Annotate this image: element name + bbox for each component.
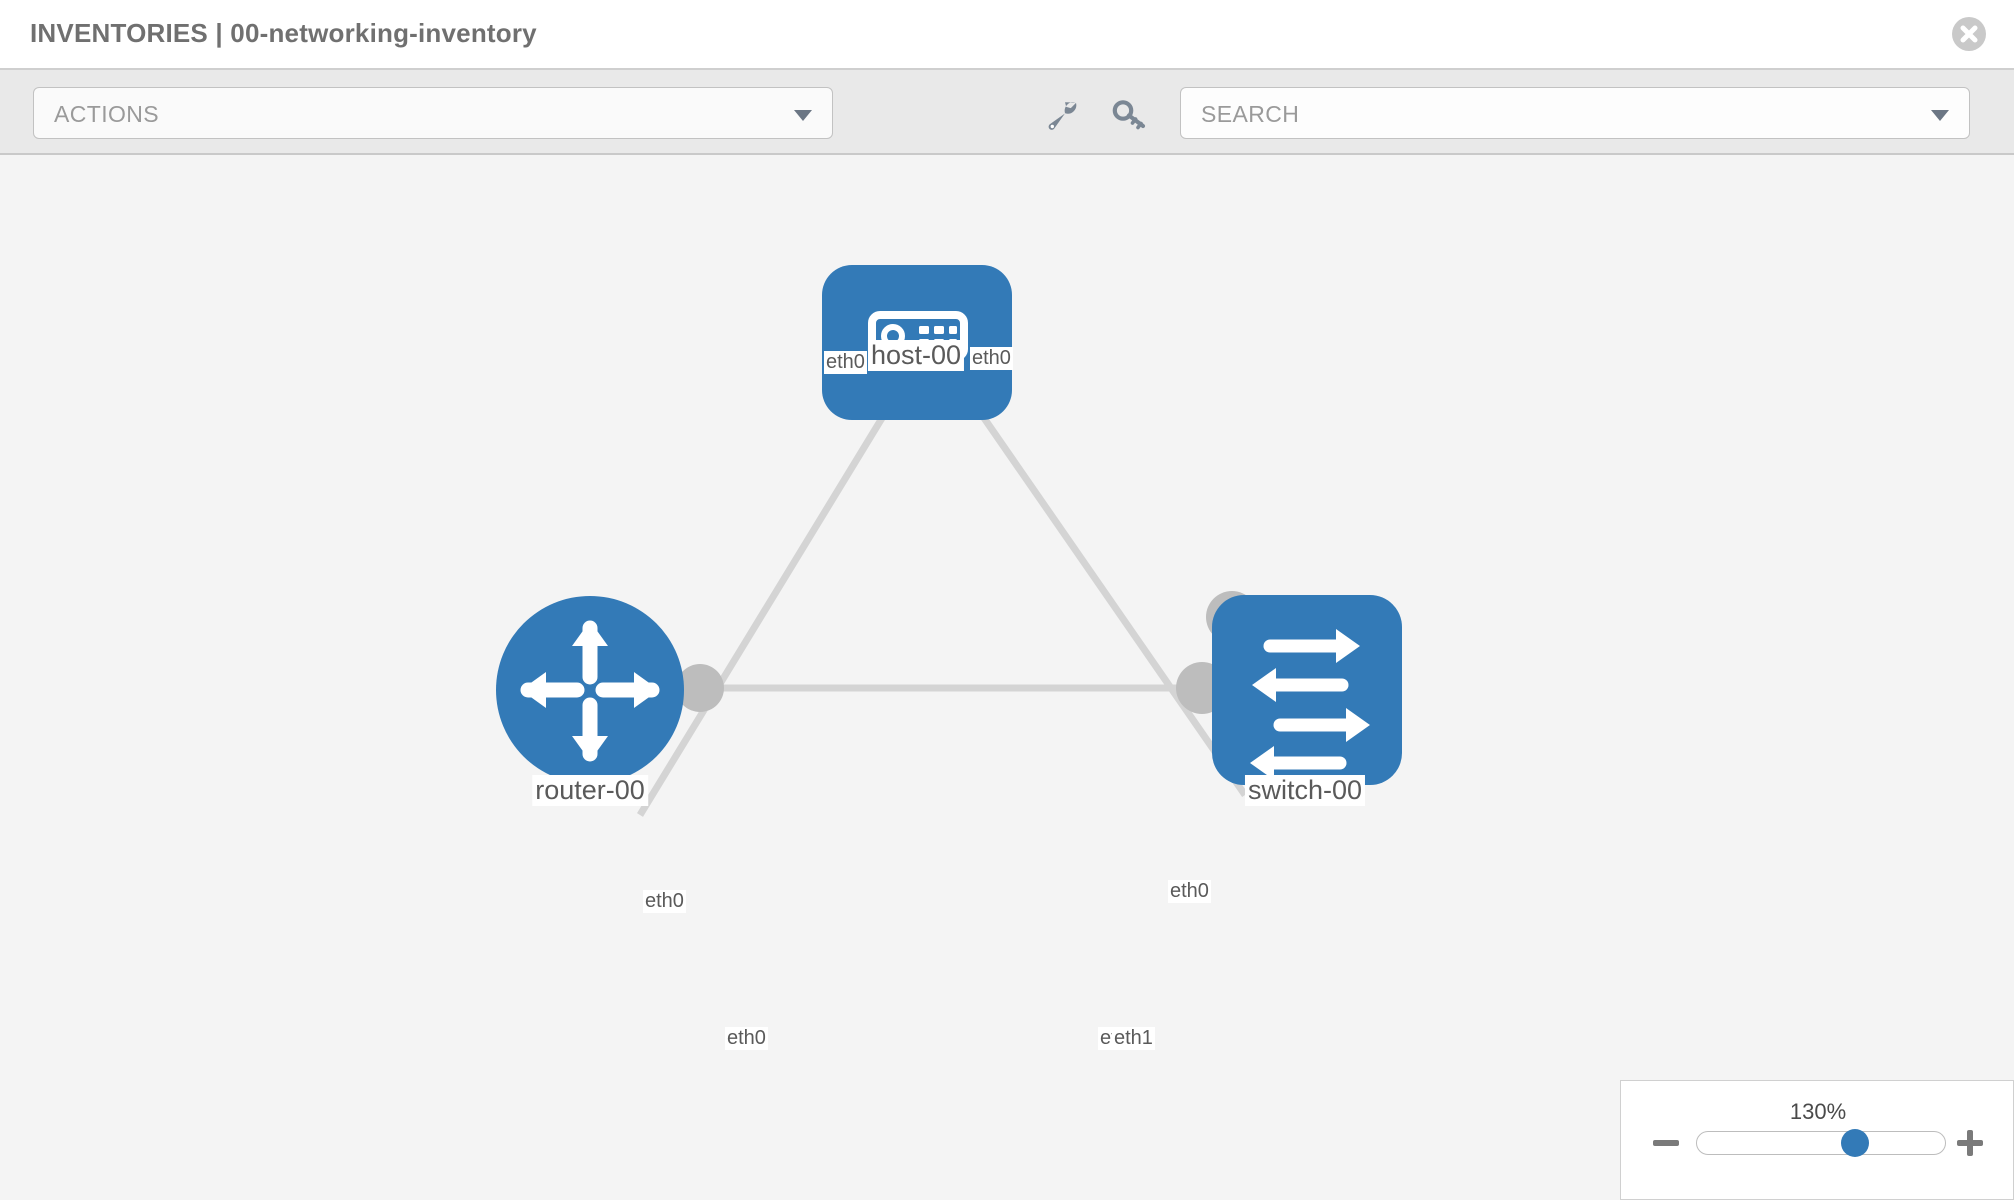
actions-dropdown[interactable]: ACTIONS bbox=[33, 87, 833, 139]
node-label-host-00: host-00 bbox=[867, 340, 965, 371]
page-header: INVENTORIES | 00-networking-inventory bbox=[0, 0, 2014, 70]
chevron-down-icon[interactable] bbox=[1931, 110, 1949, 121]
zoom-level-value: 130% bbox=[1789, 1099, 1847, 1124]
toolbar: ACTIONS bbox=[0, 70, 2014, 155]
link-host-switch[interactable] bbox=[972, 403, 1248, 797]
link-host-router[interactable] bbox=[637, 403, 893, 817]
iface-label-router-switch: eth0 bbox=[725, 1027, 768, 1050]
node-router-00[interactable] bbox=[496, 596, 684, 784]
close-icon[interactable] bbox=[1952, 17, 1986, 51]
node-label-router-00: router-00 bbox=[532, 775, 648, 806]
wrench-icon[interactable] bbox=[1042, 98, 1084, 132]
search-box[interactable] bbox=[1180, 87, 1970, 140]
iface-label-host-router: eth0 bbox=[824, 351, 867, 374]
search-input[interactable] bbox=[1199, 88, 1903, 140]
page-title: INVENTORIES | 00-networking-inventory bbox=[30, 18, 537, 48]
key-icon[interactable] bbox=[1110, 98, 1152, 132]
topology-canvas[interactable]: host-00 router-00 switch-00 eth0 eth0 et… bbox=[0, 155, 2014, 1200]
iface-label-switch-host: eth0 bbox=[1168, 880, 1211, 903]
node-switch-00[interactable] bbox=[1212, 595, 1402, 785]
minus-icon[interactable] bbox=[1651, 1128, 1681, 1158]
iface-label-router-host: eth0 bbox=[643, 890, 686, 913]
topology-graph bbox=[496, 265, 1402, 817]
iface-label-switch-router: eth1 bbox=[1112, 1027, 1155, 1050]
node-label-switch-00: switch-00 bbox=[1244, 775, 1366, 806]
connector-stub[interactable] bbox=[676, 664, 724, 712]
plus-icon[interactable] bbox=[1955, 1128, 1985, 1158]
zoom-control-panel: 130% bbox=[1620, 1080, 2014, 1200]
zoom-slider[interactable] bbox=[1696, 1131, 1946, 1155]
iface-label-host-switch: eth0 bbox=[970, 347, 1013, 370]
chevron-down-icon bbox=[794, 110, 812, 121]
actions-dropdown-label: ACTIONS bbox=[54, 101, 160, 127]
zoom-slider-thumb[interactable] bbox=[1841, 1129, 1869, 1157]
